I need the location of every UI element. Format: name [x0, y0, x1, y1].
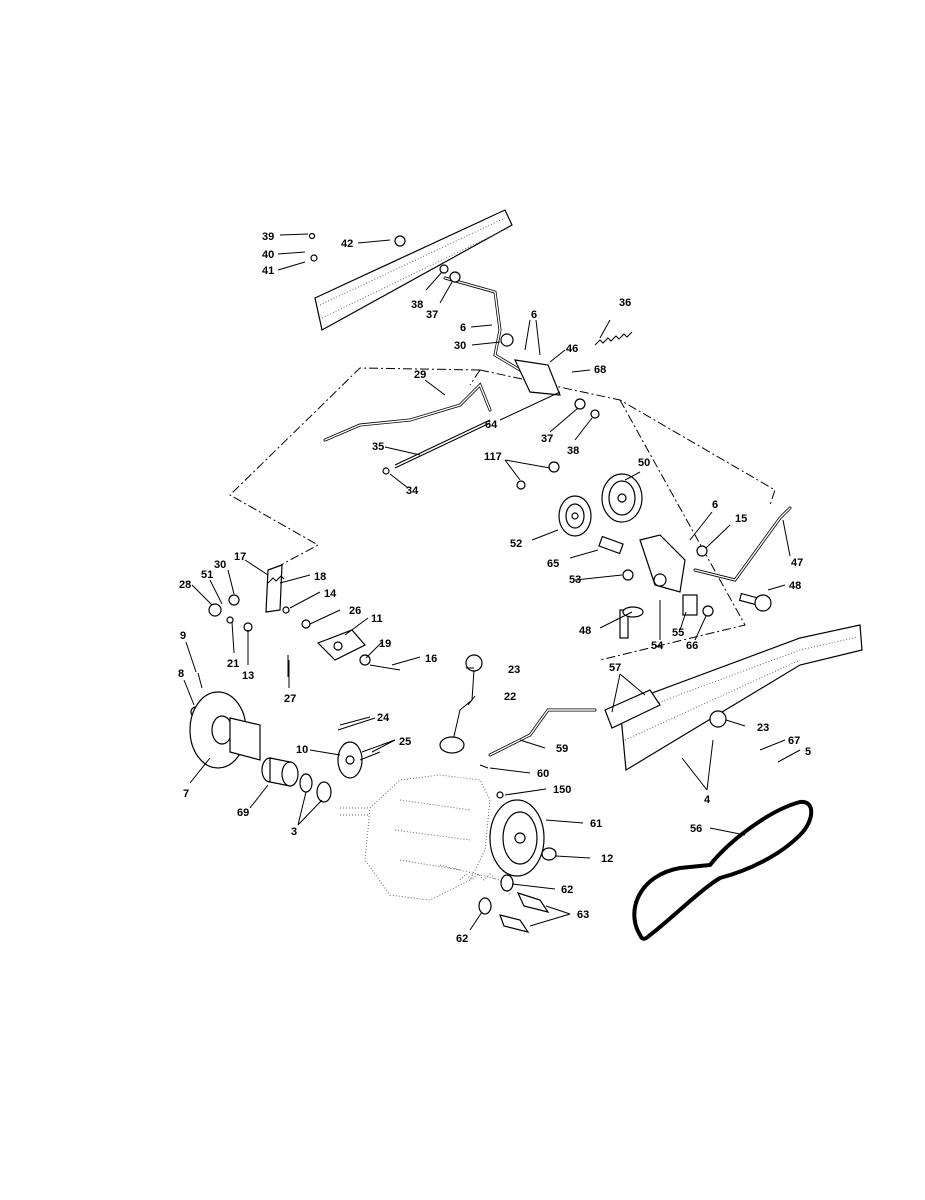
callout-22: 22 [504, 691, 516, 703]
callout-38-mid: 38 [567, 445, 579, 457]
callout-28: 28 [179, 579, 191, 591]
shift-plate [337, 717, 381, 779]
washer-3b [316, 781, 332, 803]
callout-52: 52 [510, 538, 522, 550]
callout-62-upper: 62 [561, 884, 573, 896]
idler-pulley-50 [601, 473, 643, 523]
callout-39: 39 [262, 231, 274, 243]
callout-12: 12 [601, 853, 613, 865]
callout-57: 57 [609, 662, 621, 674]
callout-59: 59 [556, 743, 568, 755]
callout-46: 46 [566, 343, 578, 355]
callout-66: 66 [686, 640, 698, 652]
callout-61: 61 [590, 818, 602, 830]
callout-14: 14 [324, 588, 337, 600]
callout-68: 68 [594, 364, 606, 376]
callout-54: 54 [651, 640, 664, 652]
callout-35: 35 [372, 441, 384, 453]
drive-belt [632, 799, 814, 941]
callout-labels: 39 40 41 42 38 37 6 30 6 46 36 68 29 64 … [178, 231, 811, 945]
washer-62a [500, 874, 514, 892]
callout-23-lower: 23 [757, 722, 769, 734]
callout-8: 8 [178, 668, 184, 680]
callout-30-upper: 30 [454, 340, 466, 352]
callout-47: 47 [791, 557, 803, 569]
shift-bracket [604, 689, 661, 729]
callout-3: 3 [291, 826, 297, 838]
transaxle-outline [340, 774, 511, 901]
callout-6-a: 6 [460, 322, 466, 334]
transaxle-pulley [489, 799, 545, 877]
assembly-outline [229, 367, 776, 661]
callout-37-upper: 37 [426, 309, 438, 321]
callout-62-lower: 62 [456, 933, 468, 945]
callout-15: 15 [735, 513, 747, 525]
callout-7: 7 [183, 788, 189, 800]
callout-150: 150 [553, 784, 571, 796]
pin-60 [479, 764, 489, 769]
callout-42: 42 [341, 238, 353, 250]
callout-11: 11 [371, 613, 383, 625]
callout-41: 41 [262, 265, 274, 277]
callout-51: 51 [201, 569, 213, 581]
callout-4: 4 [704, 794, 711, 806]
callout-34: 34 [406, 485, 419, 497]
callout-56: 56 [690, 823, 702, 835]
callout-18: 18 [314, 571, 326, 583]
callout-27: 27 [284, 693, 296, 705]
callout-23-upper: 23 [508, 664, 520, 676]
washer-3a [299, 773, 313, 793]
callout-60: 60 [537, 768, 549, 780]
link-rod [394, 419, 491, 469]
leader-lines [183, 233, 801, 931]
callout-48-right: 48 [789, 580, 801, 592]
callout-69: 69 [237, 807, 249, 819]
callout-65: 65 [547, 558, 559, 570]
nut-12 [541, 847, 557, 861]
bolt-63b [499, 914, 530, 933]
callout-53: 53 [569, 574, 581, 586]
callout-63: 63 [577, 909, 589, 921]
callout-26: 26 [349, 605, 361, 617]
key-150 [496, 791, 504, 799]
callout-16: 16 [425, 653, 437, 665]
axle-spacer [261, 757, 299, 787]
callout-67: 67 [788, 735, 800, 747]
washer-62b [478, 897, 492, 915]
callout-21: 21 [227, 658, 239, 670]
callout-30-left: 30 [214, 559, 226, 571]
bolt-63a [516, 892, 550, 913]
callout-13: 13 [242, 670, 254, 682]
callout-10: 10 [296, 744, 308, 756]
callout-25: 25 [399, 736, 411, 748]
callout-55: 55 [672, 627, 684, 639]
knob-23-lower [709, 710, 727, 728]
callout-40: 40 [262, 249, 274, 261]
callout-38-upper: 38 [411, 299, 423, 311]
callout-19: 19 [379, 638, 391, 650]
callout-17: 17 [234, 551, 246, 563]
callout-50: 50 [638, 457, 650, 469]
callout-37-mid: 37 [541, 433, 553, 445]
shift-lever [439, 654, 483, 754]
callout-6-b: 6 [531, 309, 537, 321]
lever-bracket [513, 359, 561, 396]
callout-24: 24 [377, 712, 390, 724]
upper-frame-rail [314, 209, 513, 331]
callout-29: 29 [414, 369, 426, 381]
callout-48-left: 48 [579, 625, 591, 637]
callout-9: 9 [180, 630, 186, 642]
callout-64: 64 [485, 419, 498, 431]
callout-117: 117 [484, 451, 502, 463]
hardware-parts [190, 232, 772, 718]
callout-6-c: 6 [712, 499, 718, 511]
spring [594, 331, 633, 346]
callout-36: 36 [619, 297, 631, 309]
callout-5: 5 [805, 746, 811, 758]
axle-hub [189, 691, 261, 769]
idler-pulley-52 [558, 495, 592, 537]
idler-bracket [639, 534, 686, 593]
lower-frame-rail [619, 624, 863, 772]
